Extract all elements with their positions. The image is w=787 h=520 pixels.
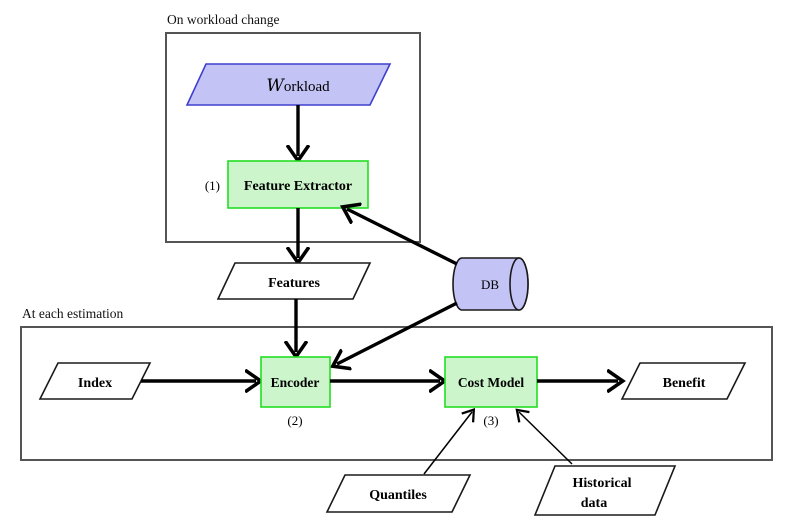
feature-extractor-step-label: (1) <box>205 178 220 193</box>
workload-node[interactable] <box>185 63 392 106</box>
features-label: Features <box>268 276 320 291</box>
encoder-node[interactable] <box>260 356 331 408</box>
quantiles-node[interactable] <box>325 474 472 513</box>
edge-db-to-encoder <box>337 301 458 364</box>
cost-model-label: Cost Model <box>458 375 525 390</box>
edge-quantiles-to-cost-model <box>423 408 476 475</box>
feature-extractor-label: Feature Extractor <box>244 179 352 194</box>
cost-model-step-label: (3) <box>483 413 498 428</box>
db-node[interactable]: DB <box>452 257 529 311</box>
quantiles-label: Quantiles <box>369 488 427 503</box>
group-label-at-each-estimation: At each estimation <box>22 306 123 321</box>
feature-extractor-node[interactable] <box>227 160 369 209</box>
features-node[interactable] <box>216 262 372 300</box>
workload-label-rest: orkload <box>284 79 330 95</box>
historical-data-label-line1: Historical <box>572 476 631 491</box>
encoder-step-label: (2) <box>287 413 302 428</box>
encoder-label: Encoder <box>271 375 320 390</box>
benefit-label: Benefit <box>663 376 706 391</box>
edge-historical-data-to-cost-model <box>515 408 573 465</box>
cost-model-node[interactable] <box>444 356 538 408</box>
workload-label: Workload <box>266 76 330 96</box>
group-label-on-workload-change: On workload change <box>167 12 279 27</box>
index-node[interactable] <box>38 362 152 400</box>
index-label: Index <box>78 376 112 391</box>
db-label: DB <box>481 277 499 292</box>
group-box-at-each-estimation <box>20 326 773 461</box>
historical-data-label-line2: data <box>581 496 607 511</box>
historical-data-node[interactable] <box>533 465 677 516</box>
edge-db-to-feature-extractor <box>347 209 458 266</box>
benefit-node[interactable] <box>620 362 747 400</box>
workload-label-script: W <box>266 76 285 96</box>
group-box-on-workload-change <box>165 32 421 243</box>
